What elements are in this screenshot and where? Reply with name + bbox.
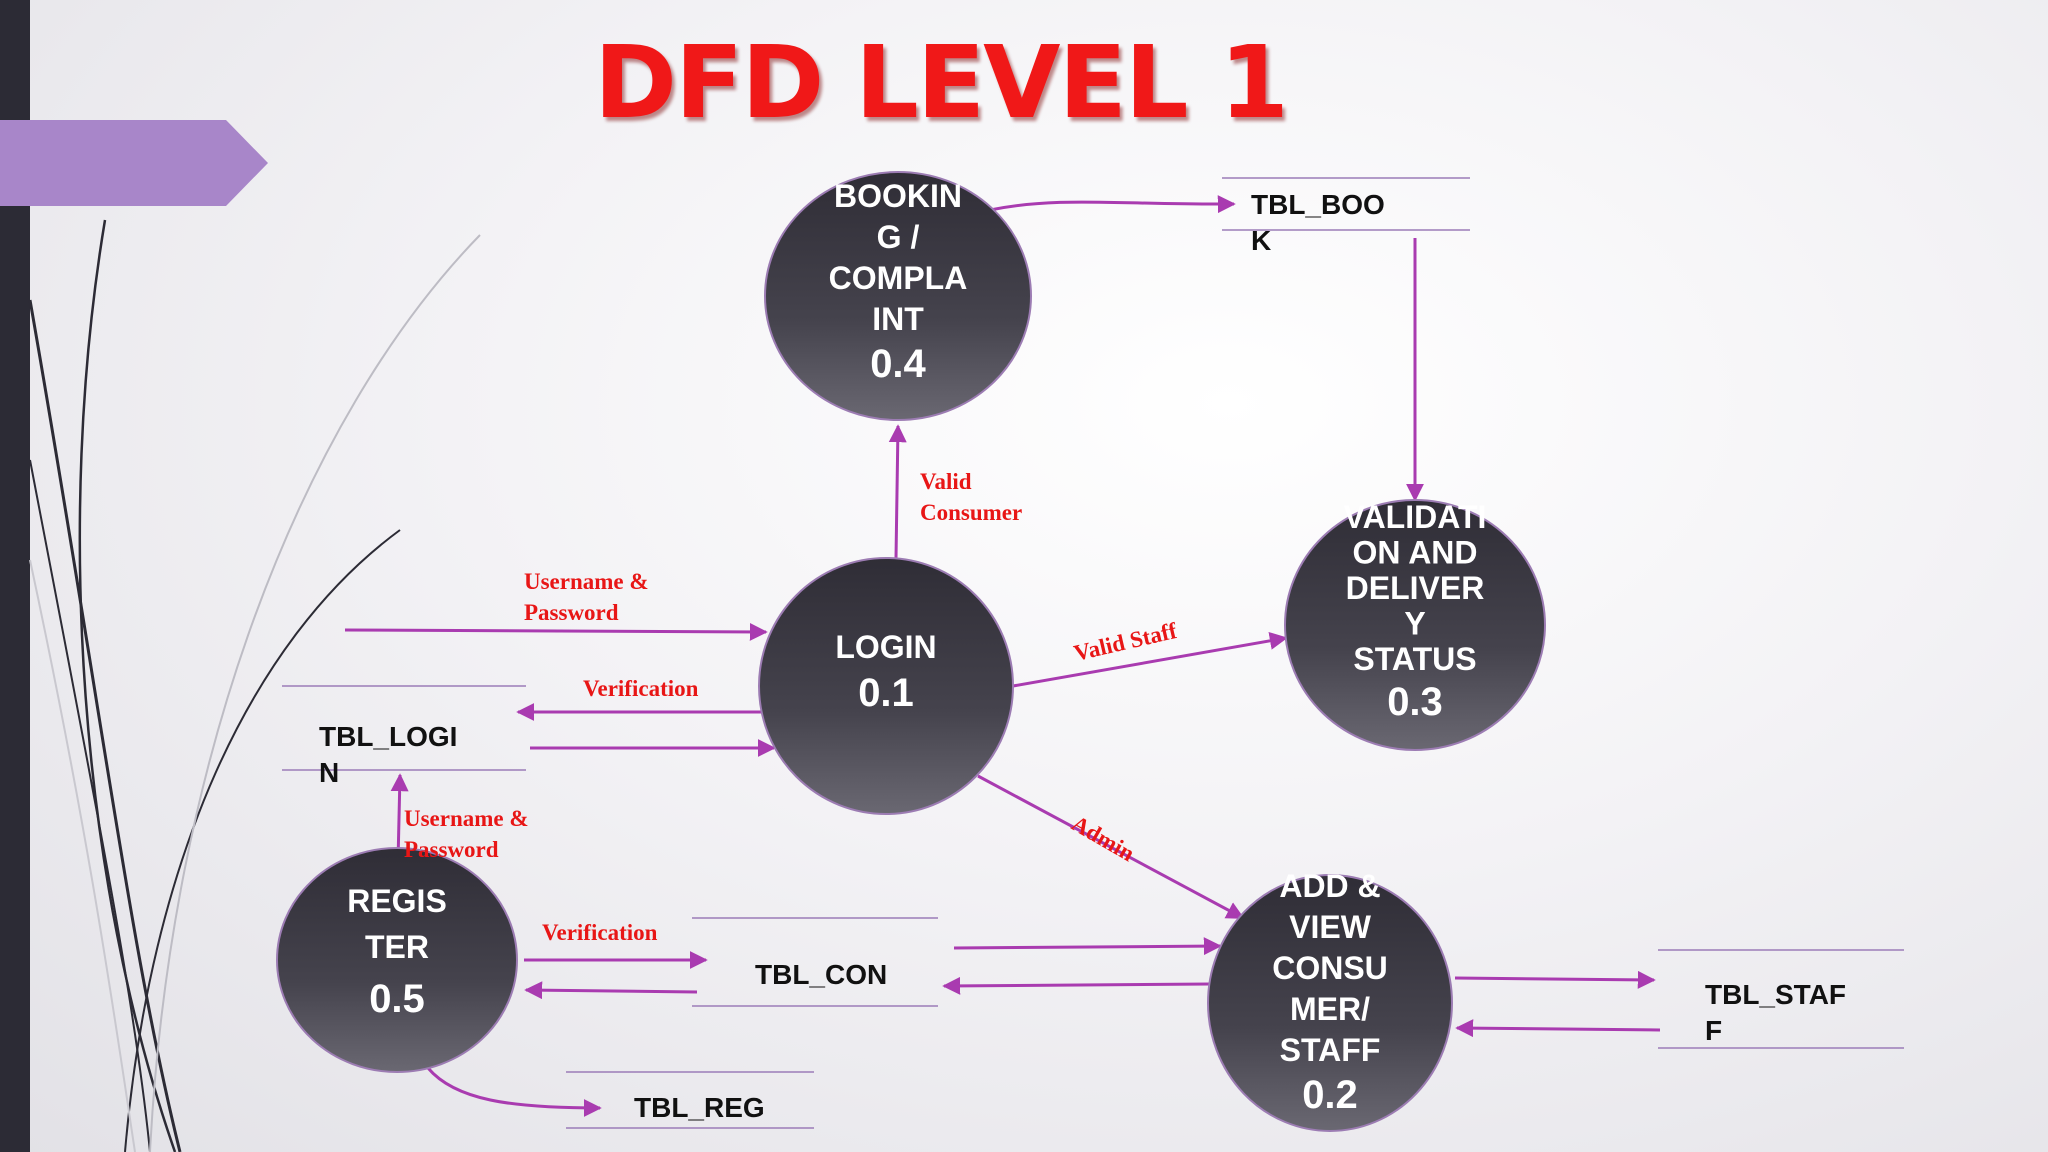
process-login-circle — [758, 557, 1014, 815]
flow-label-verification-register: Verification — [542, 920, 658, 945]
process-register: REGIS TER 0.5 — [276, 847, 518, 1073]
process-validation-circle — [1284, 499, 1546, 751]
purple-accent-tab — [0, 120, 268, 206]
data-store-tbl-reg: TBL_REG — [566, 1071, 814, 1129]
process-booking-label-line: BOOKIN — [834, 178, 962, 214]
flow-label-username-password-login-text: Password — [524, 600, 619, 625]
process-register-label-line: REGIS — [347, 883, 447, 919]
process-register-label-line: TER — [365, 929, 429, 965]
data-store-tbl-con: TBL_CON — [692, 917, 938, 1007]
data-flow-arrows — [344, 195, 1661, 1117]
process-register-id: 0.5 — [369, 977, 425, 1021]
process-booking-circle — [764, 171, 1032, 421]
flow-input-to-login — [344, 622, 768, 641]
process-validation-label-line: ON AND — [1352, 535, 1477, 571]
data-store-tbl-book-label: TBL_BOO — [1251, 189, 1385, 220]
flow-booking-to-tbl-book — [989, 195, 1236, 214]
process-validation-label-line: STATUS — [1353, 641, 1476, 677]
process-add-view-label-line: STAFF — [1280, 1032, 1381, 1068]
flow-label-username-password-register: Username & Password — [404, 806, 529, 862]
process-login-id: 0.1 — [858, 671, 914, 715]
flow-add-view-to-tbl-con — [942, 976, 1211, 995]
flow-label-verification-register-text: Verification — [542, 920, 658, 945]
flow-tbl-staff-to-add-view — [1455, 1019, 1661, 1038]
flow-login-to-booking — [888, 424, 907, 559]
flow-label-valid-consumer-text: Consumer — [920, 500, 1022, 525]
flow-label-username-password-login: Username & Password — [524, 569, 649, 625]
flow-label-verification-login: Verification — [583, 676, 699, 701]
data-store-tbl-staff-label: TBL_STAF — [1705, 979, 1846, 1010]
flow-label-username-password-register-text: Username & — [404, 806, 529, 831]
process-add-view-circle — [1207, 874, 1453, 1132]
data-store-tbl-login-label: TBL_LOGI — [319, 721, 457, 752]
data-store-tbl-login-label: N — [319, 757, 339, 788]
data-stores: TBL_BOO K TBL_LOGI N TBL_CON TBL_STAF F TBL_REG — [282, 177, 1904, 1129]
process-login-label-line: LOGIN — [835, 629, 936, 665]
flow-tbl-con-to-register — [524, 981, 698, 1000]
process-booking-label-line: COMPLA — [829, 260, 968, 296]
process-login: LOGIN 0.1 — [758, 557, 1014, 815]
data-store-tbl-staff: TBL_STAF F — [1658, 949, 1904, 1049]
data-store-tbl-book-label: K — [1251, 225, 1271, 256]
data-store-tbl-con-label: TBL_CON — [755, 959, 887, 990]
flow-label-admin-text: Admin — [1068, 811, 1139, 867]
data-store-tbl-book: TBL_BOO K — [1222, 177, 1470, 256]
flow-login-to-validation — [1012, 631, 1288, 688]
process-add-view-label-line: MER/ — [1290, 991, 1370, 1027]
page-title: DFD LEVEL 1 — [594, 24, 1289, 141]
process-booking: BOOKIN G / COMPLA INT 0.4 — [764, 171, 1032, 421]
flow-tbl-con-to-add-view — [953, 937, 1222, 956]
process-validation-id: 0.3 — [1387, 680, 1443, 724]
process-booking-id: 0.4 — [870, 342, 926, 386]
process-add-view: ADD & VIEW CONSU MER/STAFF 0.2 — [1207, 868, 1453, 1132]
flow-label-verification-login-text: Verification — [583, 676, 699, 701]
flow-login-to-add-view — [977, 774, 1245, 920]
flow-label-valid-consumer-text: Valid — [920, 469, 972, 494]
process-add-view-label-line: ADD & — [1279, 868, 1380, 904]
flow-label-username-password-login-text: Username & — [524, 569, 649, 594]
flow-label-admin: Admin — [1068, 811, 1139, 867]
flow-add-view-to-tbl-staff — [1454, 970, 1656, 989]
data-store-tbl-login: TBL_LOGI N — [282, 685, 526, 788]
process-validation-label-line: Y — [1404, 606, 1425, 642]
process-validation-label-line: VALIDATI — [1344, 499, 1487, 535]
process-booking-label-line: G / — [877, 219, 920, 255]
process-booking-label-line: INT — [872, 301, 924, 337]
data-store-tbl-reg-label: TBL_REG — [634, 1092, 765, 1123]
process-add-view-label-line: VIEW — [1289, 909, 1372, 945]
process-register-circle — [276, 847, 518, 1073]
process-add-view-id: 0.2 — [1302, 1073, 1358, 1117]
process-validation-label-line: DELIVER — [1346, 570, 1485, 606]
flow-register-to-tbl-reg — [426, 1067, 602, 1117]
flow-label-username-password-register-text: Password — [404, 837, 499, 862]
data-store-tbl-staff-label: F — [1705, 1015, 1722, 1046]
process-add-view-label-line: CONSU — [1272, 950, 1388, 986]
